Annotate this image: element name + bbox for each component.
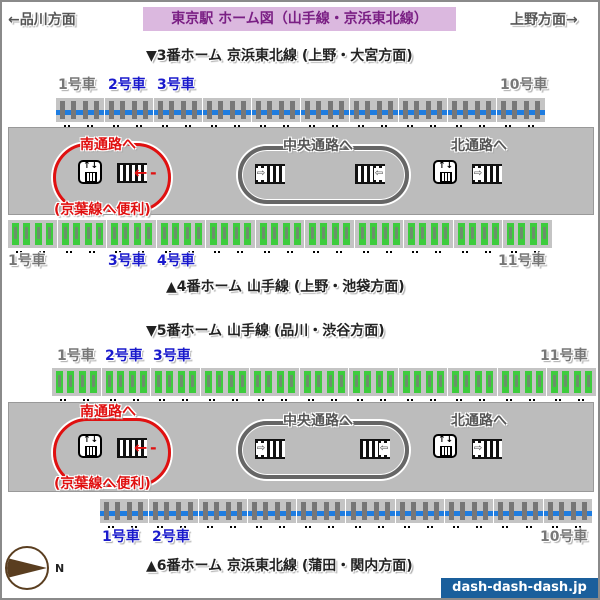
train-yamanote-track-4: [8, 220, 553, 253]
car-label: 1号車: [57, 348, 95, 364]
south-passage-label[interactable]: 南通路へ: [80, 404, 136, 420]
train-car: [156, 220, 206, 253]
train-car: [448, 98, 497, 127]
car-label: 2号車: [152, 529, 190, 545]
car-label: 11号車: [498, 253, 546, 269]
stairs-icon: ⇦: [355, 164, 385, 184]
train-car: [297, 499, 347, 528]
car-label: 3号車: [153, 348, 191, 364]
direction-shinagawa: ←品川方面: [8, 12, 76, 28]
car-label: 11号車: [540, 348, 588, 364]
south-passage-label[interactable]: 南通路へ: [80, 137, 136, 153]
stairs-icon: [117, 438, 147, 458]
train-car: [399, 98, 448, 127]
train-car: [547, 368, 597, 401]
train-car: [299, 368, 349, 401]
central-passage-loop: [238, 146, 409, 204]
train-car: [301, 98, 350, 127]
train-car: [57, 220, 107, 253]
central-passage-label[interactable]: 中央通路へ: [283, 138, 353, 154]
train-car: [448, 368, 498, 401]
car-label: 3号車: [108, 253, 146, 269]
train-car: [151, 368, 201, 401]
train-car: [198, 499, 248, 528]
train-car: [105, 98, 154, 127]
train-car: [497, 368, 547, 401]
train-car: [346, 499, 396, 528]
train-car: [52, 368, 102, 401]
dash-icon: -: [150, 438, 157, 457]
direction-ueno: 上野方面→: [510, 12, 578, 28]
train-car: [543, 499, 593, 528]
elevator-icon: ↑↓: [78, 434, 102, 458]
car-label: 10号車: [500, 77, 548, 93]
car-label: 1号車: [58, 77, 96, 93]
south-passage-note: (京葉線へ便利): [54, 202, 151, 218]
platform-5-heading: ▼5番ホーム 山手線 (品川・渋谷方面): [146, 323, 385, 339]
train-car: [497, 98, 546, 127]
train-car: [252, 98, 301, 127]
train-car: [349, 368, 399, 401]
platform-3-heading: ▼3番ホーム 京浜東北線 (上野・大宮方面): [146, 48, 413, 64]
train-car: [154, 98, 203, 127]
train-car: [445, 499, 495, 528]
train-car: [305, 220, 355, 253]
car-label: 3号車: [157, 77, 195, 93]
train-car: [107, 220, 157, 253]
arrow-left-icon: ←: [134, 163, 148, 182]
elevator-icon: ↑↓: [433, 434, 457, 458]
train-car: [494, 499, 544, 528]
platform-6-heading: ▲6番ホーム 京浜東北線 (蒲田・関内方面): [146, 558, 413, 574]
train-car: [398, 368, 448, 401]
central-passage-label[interactable]: 中央通路へ: [283, 413, 353, 429]
elevator-icon: ↑↓: [433, 160, 457, 184]
train-car: [100, 499, 150, 528]
stairs-icon: ⇨: [472, 164, 502, 184]
train-car: [250, 368, 300, 401]
stairs-icon: ⇦: [360, 439, 390, 459]
train-car: [101, 368, 151, 401]
train-car: [350, 98, 399, 127]
compass-north-label: N: [55, 562, 65, 575]
elevator-icon: ↑↓: [78, 160, 102, 184]
stairs-icon: [117, 163, 147, 183]
train-yamanote-track-5: [52, 368, 597, 401]
car-label: 10号車: [540, 529, 588, 545]
train-car: [149, 499, 199, 528]
compass-icon: [5, 546, 49, 590]
train-car: [404, 220, 454, 253]
train-car: [206, 220, 256, 253]
north-passage-label[interactable]: 北通路へ: [451, 413, 507, 429]
train-car: [247, 499, 298, 528]
stairs-icon: ⇨: [255, 439, 285, 459]
train-keihin-tohoku-track-6: [100, 499, 593, 528]
arrow-left-icon: ←: [134, 438, 148, 457]
page-title: 東京駅 ホーム図（山手線・京浜東北線）: [143, 7, 456, 31]
dash-icon: -: [150, 163, 157, 182]
south-passage-loop: [53, 418, 171, 487]
train-car: [395, 499, 446, 528]
stairs-icon: ⇨: [472, 439, 502, 459]
train-car: [503, 220, 553, 253]
train-car: [354, 220, 404, 253]
train-car: [453, 220, 503, 253]
train-car: [203, 98, 252, 127]
train-car: [200, 368, 250, 401]
car-label: 4号車: [157, 253, 195, 269]
central-passage-loop: [238, 421, 409, 479]
train-car: [8, 220, 58, 253]
car-label: 1号車: [8, 253, 46, 269]
train-car: [56, 98, 105, 127]
train-keihin-tohoku-track-3: [56, 98, 546, 127]
car-label: 2号車: [105, 348, 143, 364]
car-label: 1号車: [102, 529, 140, 545]
train-car: [255, 220, 305, 253]
north-passage-label[interactable]: 北通路へ: [451, 138, 507, 154]
platform-4-heading: ▲4番ホーム 山手線 (上野・池袋方面): [166, 279, 405, 295]
car-label: 2号車: [108, 77, 146, 93]
stairs-icon: ⇨: [255, 164, 285, 184]
south-passage-note: (京葉線へ便利): [54, 476, 151, 492]
south-passage-loop: [53, 143, 171, 212]
brand-watermark: dash-dash-dash.jp: [441, 578, 598, 598]
